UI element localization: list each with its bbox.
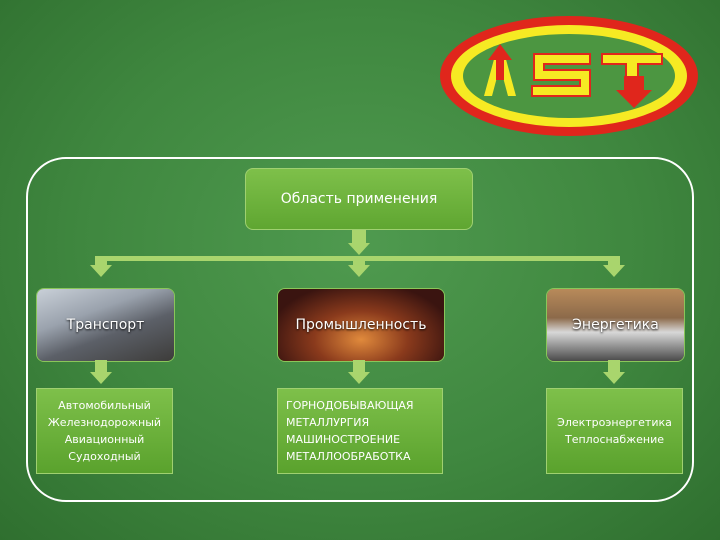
arrow-right-down	[603, 265, 625, 277]
category-transport-label: Транспорт	[66, 317, 145, 333]
category-industry: Промышленность	[277, 288, 445, 362]
connector-stem-center	[353, 256, 365, 265]
arrow-energy-detail	[603, 372, 625, 384]
detail-item: Железнодорожный	[47, 416, 162, 429]
train-photo	[37, 289, 174, 361]
connector-industry-detail	[353, 360, 365, 374]
detail-item: Теплоснабжение	[565, 433, 664, 446]
arrow-root-down	[348, 243, 370, 255]
category-energy-label: Энергетика	[572, 317, 659, 333]
root-node: Область применения	[245, 168, 473, 230]
detail-item: МЕТАЛЛООБРАБОТКА	[286, 450, 411, 463]
detail-item: МЕТАЛЛУРГИЯ	[286, 416, 370, 429]
connector-energy-detail	[608, 360, 620, 374]
detail-transport: Автомобильный Железнодорожный Авиационны…	[36, 388, 173, 474]
connector-stem-left	[95, 256, 107, 265]
company-logo	[440, 16, 698, 136]
arrow-industry-detail	[348, 372, 370, 384]
category-industry-label: Промышленность	[295, 317, 427, 333]
detail-item: Судоходный	[68, 450, 141, 463]
category-transport: Транспорт	[36, 288, 175, 362]
connector-transport-detail	[95, 360, 107, 374]
detail-item: ГОРНОДОБЫВАЮЩАЯ	[286, 399, 414, 412]
detail-item: Электроэнергетика	[557, 416, 672, 429]
metallurgy-photo	[278, 289, 444, 361]
connector-stem-right	[608, 256, 620, 265]
arrow-center-down	[348, 265, 370, 277]
detail-item: Авиационный	[64, 433, 145, 446]
diagram-frame	[26, 157, 694, 502]
detail-item: МАШИНОСТРОЕНИЕ	[286, 433, 401, 446]
detail-energy: Электроэнергетика Теплоснабжение	[546, 388, 683, 474]
power-plant-photo	[547, 289, 684, 361]
arrow-transport-detail	[90, 372, 112, 384]
detail-industry: ГОРНОДОБЫВАЮЩАЯ МЕТАЛЛУРГИЯ МАШИНОСТРОЕН…	[277, 388, 443, 474]
category-energy: Энергетика	[546, 288, 685, 362]
connector-root-stem	[352, 230, 366, 244]
arrow-left-down	[90, 265, 112, 277]
root-node-label: Область применения	[280, 191, 438, 207]
detail-item: Автомобильный	[58, 399, 151, 412]
